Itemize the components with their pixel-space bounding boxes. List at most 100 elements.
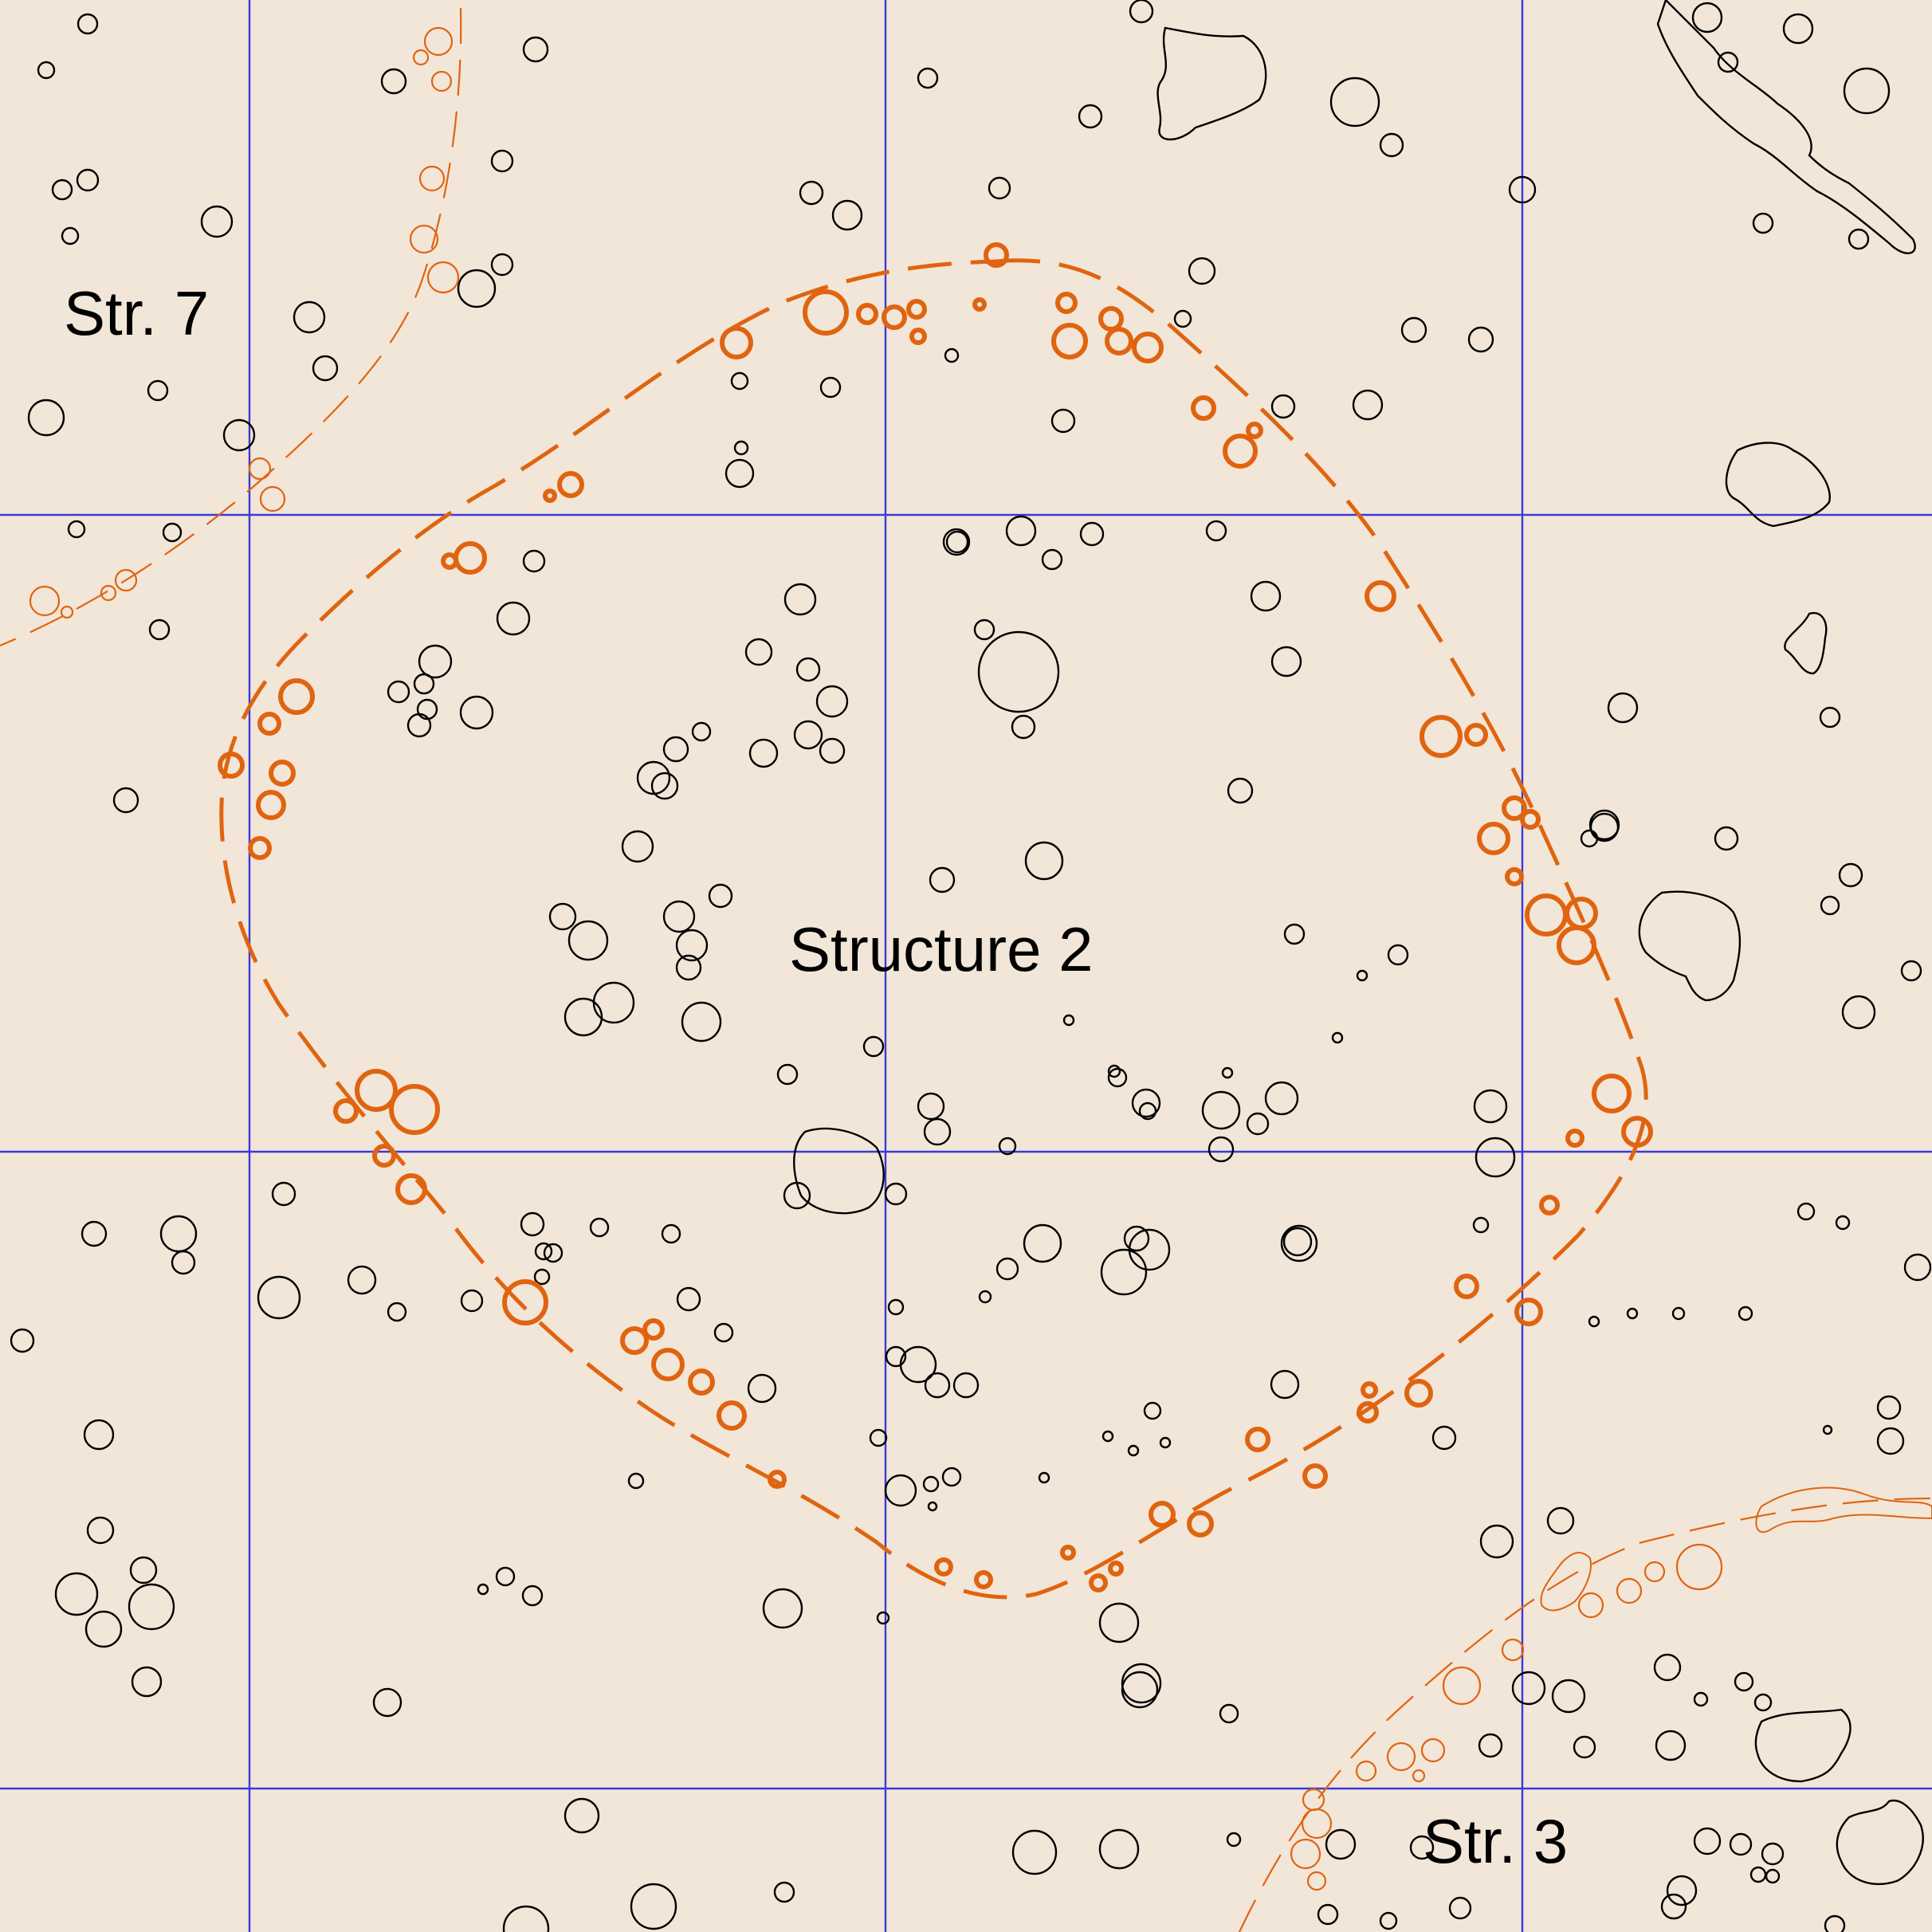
irregular-feature (1836, 1799, 1924, 1885)
posthole (257, 1275, 301, 1320)
posthole (522, 36, 549, 63)
posthole (862, 1035, 885, 1058)
posthole (917, 1092, 945, 1121)
wall-posthole (1187, 1510, 1214, 1537)
wall-posthole (1223, 434, 1258, 469)
posthole (37, 61, 56, 80)
posthole (1693, 1691, 1709, 1707)
wall-posthole (1592, 1074, 1632, 1113)
posthole (1011, 1829, 1058, 1875)
wall-posthole (1454, 1274, 1479, 1299)
wall-posthole (1246, 422, 1263, 439)
posthole (661, 1223, 681, 1244)
posthole (80, 1220, 108, 1247)
posthole (1400, 316, 1427, 344)
posthole (944, 348, 960, 363)
posthole (1227, 777, 1254, 804)
posthole (406, 713, 432, 738)
posthole (1653, 1653, 1682, 1682)
posthole (457, 269, 497, 308)
posthole (1820, 895, 1840, 916)
wall-posthole (543, 489, 557, 503)
posthole (831, 199, 863, 231)
posthole (627, 1472, 645, 1490)
structure-7-label: Str. 7 (64, 278, 209, 348)
posthole (941, 1467, 962, 1487)
posthole (129, 1556, 158, 1584)
posthole (162, 522, 183, 543)
posthole (543, 1243, 564, 1263)
wall-posthole (502, 1279, 548, 1325)
posthole (884, 1474, 917, 1507)
posthole (1717, 51, 1739, 73)
posthole (713, 1322, 734, 1343)
posthole (312, 355, 339, 382)
irregular-feature (1656, 0, 1916, 254)
posthole (1159, 1436, 1172, 1449)
posthole (1626, 1307, 1639, 1320)
adjacent-posthole (1616, 1577, 1643, 1604)
adjacent-posthole (1675, 1543, 1723, 1591)
posthole (1356, 969, 1368, 982)
wall-posthole (1365, 580, 1396, 612)
posthole (54, 1572, 99, 1616)
wall-posthole (1557, 925, 1596, 965)
posthole (650, 772, 679, 800)
posthole (589, 1217, 610, 1238)
wall-posthole (642, 1318, 665, 1341)
adjacent-structure-postholes (29, 26, 1723, 1891)
posthole (1409, 1835, 1435, 1860)
posthole (636, 760, 671, 795)
wall-posthole (1132, 332, 1164, 363)
posthole (1038, 1471, 1050, 1484)
posthole (380, 68, 407, 95)
posthole (876, 1611, 890, 1625)
posthole (1431, 1425, 1457, 1451)
posthole (945, 530, 969, 554)
posthole (922, 1475, 940, 1493)
adjacent-posthole (1501, 1638, 1525, 1662)
posthole (885, 1345, 907, 1368)
str3-irregular-features (1540, 1486, 1932, 1612)
posthole (1250, 580, 1282, 612)
posthole (884, 1182, 908, 1206)
wall-posthole (1514, 1298, 1543, 1326)
wall-posthole (1098, 306, 1124, 332)
adjacent-posthole (259, 485, 286, 512)
irregular-feature (1156, 26, 1267, 141)
wall-posthole (1464, 723, 1488, 747)
posthole (222, 418, 256, 452)
wall-posthole (1245, 1427, 1270, 1452)
posthole (147, 379, 169, 402)
wall-posthole (906, 299, 927, 320)
adjacent-posthole (29, 585, 61, 617)
posthole (521, 1584, 544, 1607)
posthole (1448, 1896, 1472, 1920)
posthole (929, 866, 956, 893)
posthole (347, 1265, 377, 1295)
adjacent-posthole (409, 224, 439, 254)
posthole (1131, 1088, 1161, 1118)
wall-posthole (1055, 292, 1078, 314)
posthole (1761, 1842, 1785, 1866)
posthole (1835, 1215, 1851, 1231)
posthole (730, 371, 749, 391)
posthole (747, 1373, 777, 1404)
wall-posthole (1565, 1129, 1584, 1148)
posthole (496, 601, 531, 636)
posthole (924, 1372, 951, 1399)
posthole (1782, 13, 1814, 45)
posthole (159, 1215, 198, 1253)
posthole (675, 929, 709, 962)
wall-posthole (856, 303, 878, 325)
posthole (131, 1666, 163, 1698)
posthole (1270, 646, 1302, 677)
posthole (1467, 326, 1494, 353)
wall-posthole (1089, 1573, 1108, 1592)
posthole (1280, 1224, 1318, 1262)
posthole (869, 1428, 888, 1447)
posthole (748, 738, 779, 768)
posthole (1098, 1828, 1140, 1870)
